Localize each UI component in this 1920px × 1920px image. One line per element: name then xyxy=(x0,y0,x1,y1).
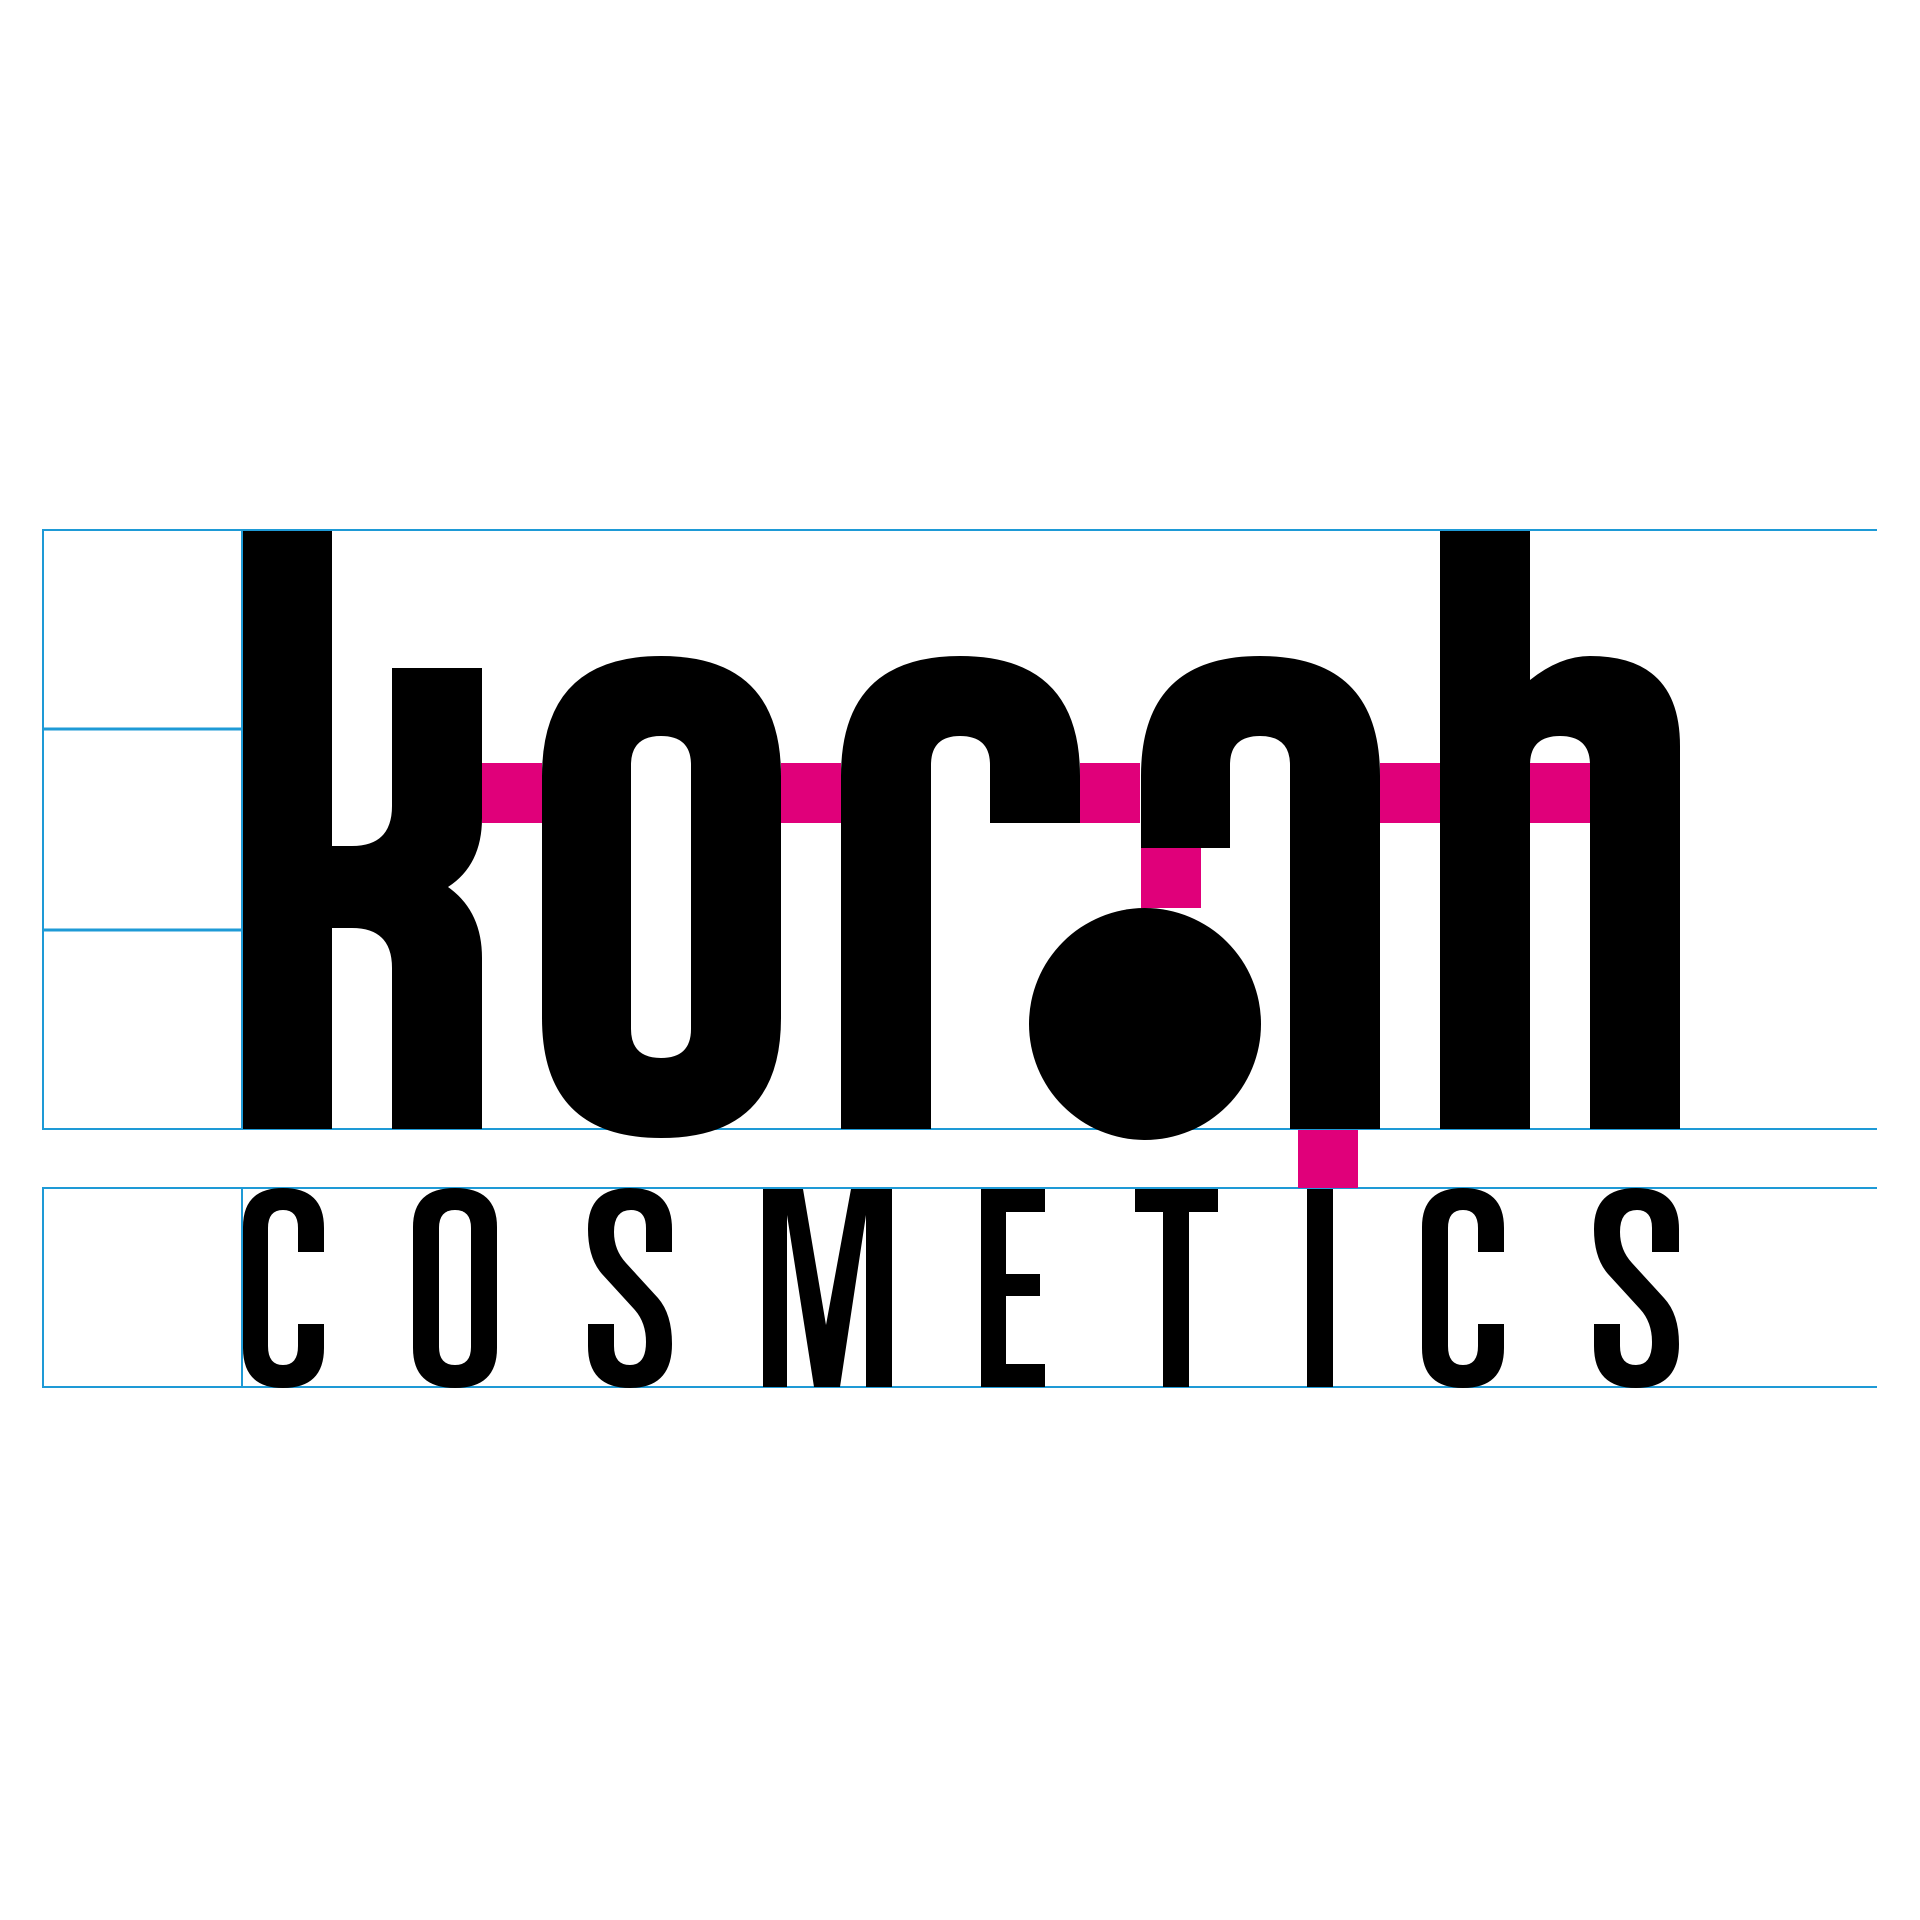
spacer-wordmark-tagline xyxy=(1298,1130,1358,1188)
spacer-k-o xyxy=(482,763,542,823)
tagline-letter-m xyxy=(763,1189,892,1387)
letter-o xyxy=(542,656,781,1138)
tagline-letter-s-2 xyxy=(1594,1188,1679,1388)
tagline-letter-i xyxy=(1307,1189,1333,1387)
spacer-r-a xyxy=(1080,763,1140,823)
letter-a-bowl xyxy=(1029,908,1261,1140)
wordmark: korah xyxy=(243,531,1680,1140)
tagline-letter-s-1 xyxy=(588,1188,672,1388)
guide-grid xyxy=(42,529,1877,1388)
tagline-letter-o xyxy=(413,1188,497,1388)
letter-h xyxy=(1440,531,1680,1129)
tagline-letter-c-1 xyxy=(243,1188,324,1388)
letter-r xyxy=(841,656,1080,1129)
spacer-a-inner xyxy=(1141,848,1201,908)
guide-box-upper xyxy=(42,529,243,1130)
spacing-modules xyxy=(482,763,1590,1188)
tagline-text: COSMETICS xyxy=(418,1202,1502,1435)
tagline-letter-c-2 xyxy=(1422,1188,1504,1388)
letter-k xyxy=(243,531,482,1129)
spacer-o-r xyxy=(781,763,841,823)
guide-box-lower xyxy=(42,1187,243,1388)
spacer-h-inner xyxy=(1530,763,1590,823)
tagline-letter-e xyxy=(981,1189,1045,1387)
letter-a xyxy=(1029,656,1380,1140)
tagline: COSMETICS xyxy=(243,1188,1679,1435)
tagline-letter-t xyxy=(1135,1189,1218,1387)
spacer-a-h xyxy=(1380,763,1440,823)
